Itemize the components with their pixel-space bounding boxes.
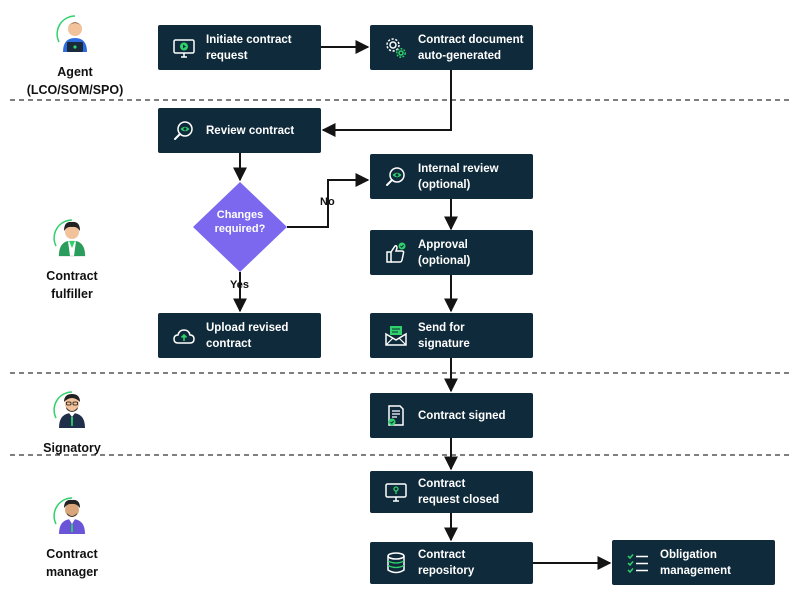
actor-label-contract-fulfiller: Contract fulfiller [46, 269, 98, 301]
branch-label-no: No [320, 196, 335, 208]
step-internal-review: Internal review (optional) [370, 154, 533, 199]
step-label: Upload revised contract [206, 321, 289, 350]
edge-autogen-to-review [321, 70, 452, 137]
signatory-avatar-icon [53, 391, 85, 428]
actor-contract-fulfiller: Contract fulfiller [12, 218, 132, 303]
envelope-document-icon [385, 325, 407, 346]
monitor-play-icon [173, 38, 195, 58]
step-contract-repository: Contract repository [370, 542, 533, 584]
step-label: Internal review (optional) [418, 162, 499, 191]
monitor-lock-icon [385, 483, 407, 502]
actor-contract-manager: Contract manager [12, 496, 132, 581]
step-send-for-signature: Send for signature [370, 313, 533, 358]
step-contract-signed: Contract signed [370, 393, 533, 438]
step-label: Contract signed [418, 409, 506, 422]
step-contract-request-closed: Contract request closed [370, 471, 533, 513]
actor-signatory: Signatory [12, 390, 132, 457]
magnifier-eye-icon [386, 166, 405, 186]
step-label: Send for signature [418, 321, 470, 350]
actor-label-contract-manager: Contract manager [45, 547, 99, 579]
step-label: Initiate contract request [206, 33, 292, 62]
step-upload-revised-contract: Upload revised contract [158, 313, 321, 358]
decision-label: Changes required? [214, 209, 266, 235]
edge-decision-no-to-internal [287, 173, 370, 228]
step-label: Review contract [206, 124, 295, 137]
cloud-upload-icon [173, 328, 195, 344]
actor-label-agent: Agent (LCO/SOM/SPO) [26, 65, 124, 97]
checklist-icon [627, 553, 648, 573]
step-initiate-contract-request: Initiate contract request [158, 25, 321, 70]
decision-diamond [193, 182, 287, 272]
gears-icon [386, 37, 406, 58]
contract-manager-avatar-icon [53, 497, 85, 534]
contract-fulfiller-avatar-icon [53, 219, 86, 257]
step-label: Obligation management [660, 548, 731, 577]
step-review-contract: Review contract [158, 108, 321, 153]
actor-label-signatory: Signatory [43, 441, 101, 455]
thumbs-up-icon [386, 242, 406, 263]
step-label: Approval (optional) [418, 238, 471, 267]
branch-label-yes: Yes [230, 279, 249, 291]
step-label: Contract repository [418, 549, 475, 577]
database-icon [387, 552, 405, 574]
step-obligation-management: Obligation management [612, 540, 775, 585]
step-approval: Approval (optional) [370, 230, 533, 275]
agent-avatar-icon [56, 15, 87, 52]
signed-document-icon [388, 404, 404, 426]
magnifier-eye-icon [174, 120, 193, 140]
step-label: Contract document auto-generated [418, 33, 524, 62]
actor-agent: Agent (LCO/SOM/SPO) [8, 14, 142, 99]
step-label: Contract request closed [418, 478, 500, 506]
step-contract-document-auto-generated: Contract document auto-generated [370, 25, 533, 70]
